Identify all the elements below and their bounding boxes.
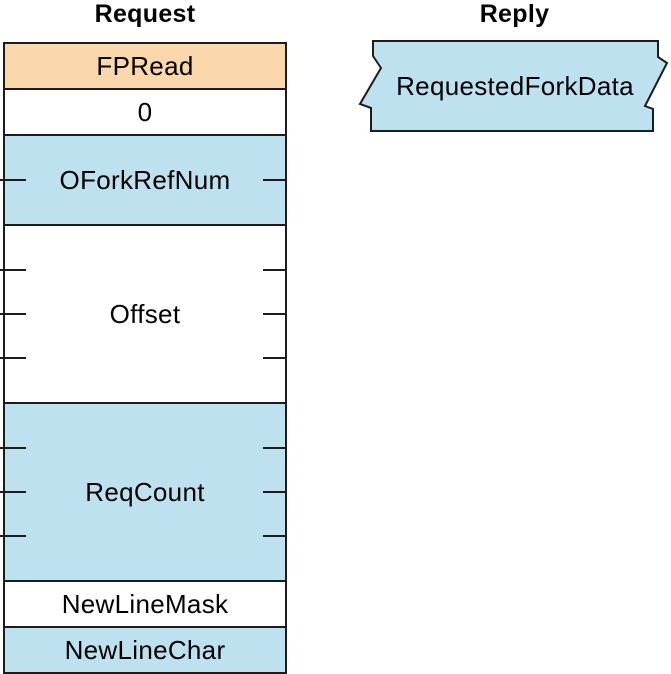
byte-boundary-tick-left xyxy=(0,357,26,359)
field-row-reqcount: ReqCount xyxy=(0,404,287,582)
field-label: OForkRefNum xyxy=(59,164,231,195)
field-label: 0 xyxy=(137,96,153,127)
byte-boundary-tick-right xyxy=(263,313,287,315)
request-title: Request xyxy=(94,0,196,28)
byte-boundary-tick-left xyxy=(0,269,26,271)
byte-boundary-tick-left xyxy=(0,179,26,181)
field-label: FPRead xyxy=(96,50,194,81)
byte-boundary-tick-left xyxy=(0,447,26,449)
reply-data-label: RequestedForkData xyxy=(396,70,634,101)
field-label: Offset xyxy=(109,298,181,329)
field-row-0: 0 xyxy=(5,90,285,136)
byte-boundary-tick-right xyxy=(263,179,287,181)
reply-title: Reply xyxy=(479,0,550,28)
byte-boundary-tick-left xyxy=(0,491,26,493)
field-row-offset: Offset xyxy=(0,226,287,404)
byte-boundary-tick-left xyxy=(0,313,26,315)
field-label: NewLineMask xyxy=(61,588,229,619)
byte-boundary-tick-right xyxy=(263,357,287,359)
field-row-newlinemask: NewLineMask xyxy=(5,582,285,628)
byte-boundary-tick-right xyxy=(263,535,287,537)
byte-boundary-tick-right xyxy=(263,269,287,271)
field-label: NewLineChar xyxy=(64,634,226,665)
byte-boundary-tick-left xyxy=(0,535,26,537)
field-row-newlinechar: NewLineChar xyxy=(5,628,285,672)
field-row-oforkrefnum: OForkRefNum xyxy=(0,136,287,226)
field-row-fpread: FPRead xyxy=(5,44,285,90)
byte-boundary-tick-right xyxy=(263,447,287,449)
byte-boundary-tick-right xyxy=(263,491,287,493)
field-label: ReqCount xyxy=(85,476,205,507)
